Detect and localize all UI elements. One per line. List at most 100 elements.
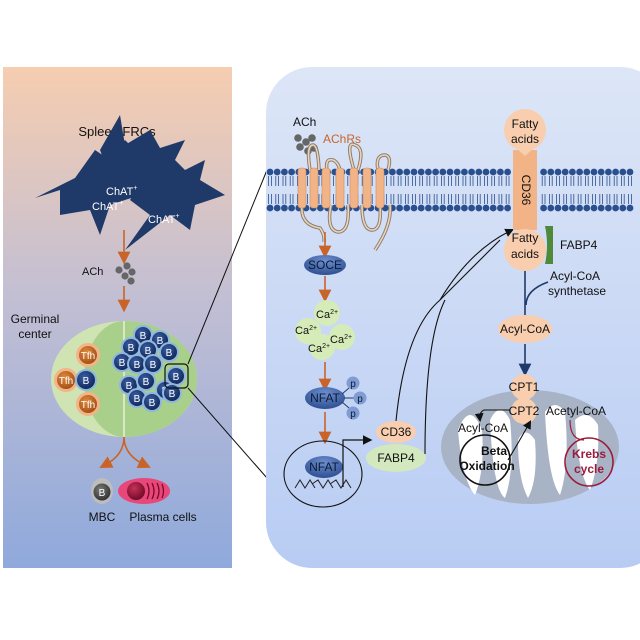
lipid-head xyxy=(626,204,634,212)
lipid-head xyxy=(396,168,403,176)
lipid-head xyxy=(597,168,605,176)
cd36-label: CD36 xyxy=(381,425,412,439)
frc-cell xyxy=(125,155,225,250)
zoom-line-bottom xyxy=(187,387,268,479)
fabp4-membrane-bar xyxy=(545,226,553,264)
lipid-head xyxy=(576,168,583,176)
lipid-head xyxy=(288,168,295,176)
right-panel: ACh AChRs SOCE Ca2+ Ca2+ Ca xyxy=(266,67,640,568)
lipid-head xyxy=(612,168,619,176)
lipid-tail xyxy=(577,176,582,204)
phosphate-label: p xyxy=(357,394,363,405)
lipid-tail xyxy=(621,176,625,204)
mito-acyl-coa-label: Acyl-CoA xyxy=(458,421,508,435)
plasma-cells-label: Plasma cells xyxy=(129,510,196,524)
lipid-head xyxy=(569,204,576,212)
lipid-tail xyxy=(606,176,611,204)
svg-text:acids: acids xyxy=(511,247,539,261)
b-cell: B xyxy=(159,342,179,362)
krebs-cycle xyxy=(564,437,614,487)
lipid-tail xyxy=(592,176,596,204)
fatty-acids-inside: Fatty acids xyxy=(504,229,546,271)
lipid-head xyxy=(561,168,569,176)
lipid-tail xyxy=(628,176,632,204)
dna-icon xyxy=(294,479,352,489)
frc-cells xyxy=(35,115,225,250)
ca-label: Ca2+ xyxy=(330,334,352,346)
svg-text:Fatty: Fatty xyxy=(512,231,539,245)
achrs-label: AChRs xyxy=(323,132,361,146)
lipid-head xyxy=(446,204,454,212)
lipid-head xyxy=(547,168,555,176)
lipid-head xyxy=(446,168,454,176)
b-cell: B xyxy=(142,392,162,412)
beta-oxidation-cycle xyxy=(459,434,511,486)
tfh-cell: Tfh xyxy=(76,343,100,367)
svg-text:B: B xyxy=(150,360,157,371)
mitochondrion xyxy=(441,390,619,504)
lipid-head xyxy=(554,204,562,212)
lipid-head xyxy=(432,204,439,212)
beta-oxidation-label: Oxidation xyxy=(459,459,514,473)
lipid-head xyxy=(540,168,547,176)
lipid-head xyxy=(410,168,418,176)
fatty-acids-outside: Fatty acids xyxy=(504,109,546,156)
lipid-head xyxy=(461,204,468,212)
arrow-cpt2-to-acyl-coa xyxy=(474,409,510,423)
lipid-tail xyxy=(275,176,279,204)
svg-text:B: B xyxy=(166,348,173,359)
b-cell: B xyxy=(136,371,156,391)
svg-text:acids: acids xyxy=(511,132,539,146)
svg-text:B: B xyxy=(134,360,141,371)
lipid-tail xyxy=(397,176,402,204)
svg-text:B: B xyxy=(99,488,106,499)
lipid-head xyxy=(417,168,425,176)
lipid-head xyxy=(497,204,504,212)
beta-oxidation-label: Beta xyxy=(481,444,507,458)
chat-label: ChAT+ xyxy=(106,185,137,198)
lipid-head xyxy=(547,204,555,212)
svg-text:B: B xyxy=(126,381,133,392)
b-cell: B xyxy=(75,369,97,391)
lipid-head xyxy=(569,168,576,176)
lipid-head xyxy=(273,204,281,212)
tfh-cell: Tfh xyxy=(54,368,78,392)
soce-label: SOCE xyxy=(308,258,342,272)
cd36-transporter xyxy=(513,150,537,230)
lipid-tail xyxy=(549,176,553,204)
phosphate-groups: p p p xyxy=(341,376,367,420)
svg-text:B: B xyxy=(143,377,150,388)
ach-label: ACh xyxy=(293,115,316,129)
germinal-center-label: Germinal xyxy=(11,312,60,326)
phosphate-label: p xyxy=(350,379,356,390)
svg-text:B: B xyxy=(173,372,180,383)
acyl-coa-synthetase-label: Acyl-CoA xyxy=(550,269,600,283)
lipid-head xyxy=(288,204,295,212)
lipid-head xyxy=(281,168,288,176)
lipid-tail xyxy=(441,176,445,204)
svg-text:B: B xyxy=(134,394,141,405)
synthetase-branch xyxy=(525,281,549,306)
lipid-head xyxy=(619,204,627,212)
lipid-head xyxy=(461,168,468,176)
lipid-tail xyxy=(491,176,495,204)
nfat-label: NFAT xyxy=(310,391,340,405)
svg-text:B: B xyxy=(140,331,147,342)
lipid-tail xyxy=(570,176,575,204)
lipid-head xyxy=(432,168,439,176)
left-panel: Spleen FRCs ChAT+ ChAT+ ChAT+ ACh Germin… xyxy=(3,67,268,568)
lipid-tail xyxy=(282,176,287,204)
arrow-to-plasma xyxy=(123,436,151,469)
fabp4-membrane-label: FABP4 xyxy=(560,238,598,252)
lipid-tail xyxy=(599,176,603,204)
lipid-head xyxy=(597,204,605,212)
lipid-head xyxy=(626,168,634,176)
lipid-tail xyxy=(613,176,618,204)
svg-text:B: B xyxy=(83,376,90,387)
lipid-tail xyxy=(433,176,438,204)
lipid-head xyxy=(583,168,591,176)
lipid-head xyxy=(417,204,425,212)
cpt2-label: CPT2 xyxy=(509,404,540,418)
svg-text:B: B xyxy=(145,346,152,357)
